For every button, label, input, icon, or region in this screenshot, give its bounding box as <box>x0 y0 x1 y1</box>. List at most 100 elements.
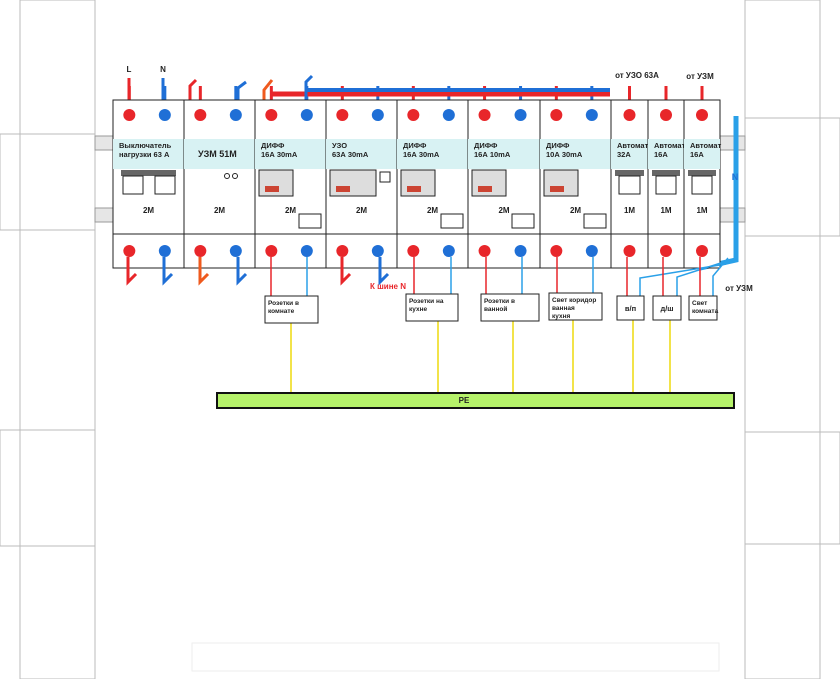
top-terminal <box>478 109 491 121</box>
bottom-terminal <box>514 245 527 257</box>
breaker-lever <box>618 175 641 195</box>
module-label-band <box>540 139 611 169</box>
module-label-band <box>648 139 684 169</box>
from-uzm-bottom-label: от УЗМ <box>725 284 753 293</box>
top-terminal <box>371 109 384 121</box>
rcbo-toggle <box>258 169 294 197</box>
bottom-terminal <box>123 245 136 257</box>
load-neutral-wire <box>639 263 727 296</box>
indicator-led <box>224 173 230 179</box>
bottom-terminal <box>371 245 384 257</box>
switch-lever <box>122 175 144 195</box>
bottom-lead <box>236 257 248 286</box>
module-label-band <box>611 139 648 169</box>
module-width-label: 2M <box>356 206 367 215</box>
top-terminal <box>407 109 420 121</box>
load-neutral-wire <box>712 257 729 296</box>
neutral-bus-label: N <box>732 172 739 182</box>
module-width-label: 2M <box>570 206 581 215</box>
bottom-lead <box>378 257 390 286</box>
module-label-band <box>113 139 184 169</box>
n-supply-label: N <box>160 65 166 74</box>
pe-bus-label: PE <box>459 396 470 405</box>
load-box <box>405 293 459 322</box>
bottom-terminal <box>194 245 207 257</box>
module-label-band <box>468 139 540 169</box>
test-button <box>511 213 535 229</box>
top-terminal <box>660 109 672 121</box>
breaker-lever <box>655 175 677 195</box>
bottom-terminal <box>696 245 708 257</box>
test-button <box>440 213 464 229</box>
bottom-terminal <box>623 245 636 257</box>
note-from-uzo: от УЗО 63А <box>615 71 659 80</box>
top-terminal <box>442 109 455 121</box>
bottom-terminal <box>660 245 672 257</box>
load-6: д/ш <box>652 295 682 321</box>
breaker-cap <box>688 170 716 176</box>
module-label-band <box>684 139 720 169</box>
module-body <box>183 99 256 269</box>
bottom-lead <box>198 257 210 286</box>
note-from-uzm: от УЗМ <box>686 72 714 81</box>
load-5: в/п <box>616 295 645 321</box>
rcbo-toggle-red <box>265 186 279 192</box>
load-neutral-wire <box>676 260 728 296</box>
switch-lever <box>154 175 176 195</box>
load-label: в/п <box>625 304 636 313</box>
bottom-terminal <box>158 245 171 257</box>
load-label: д/ш <box>660 304 673 313</box>
top-terminal <box>229 109 242 121</box>
breaker-cap <box>615 170 644 176</box>
bottom-wires <box>126 257 729 393</box>
rcbo-toggle-red <box>478 186 492 192</box>
top-terminal <box>550 109 563 121</box>
rcd-toggle-red <box>336 186 350 192</box>
bottom-terminal <box>550 245 563 257</box>
test-button <box>298 213 322 229</box>
test-button <box>583 213 607 229</box>
load-box <box>616 295 645 321</box>
breaker-lever <box>691 175 713 195</box>
bottom-lead <box>162 257 174 286</box>
module-label-band <box>397 139 468 169</box>
load-box <box>688 295 718 321</box>
module-width-label: 1M <box>624 206 635 215</box>
top-terminal <box>265 109 278 121</box>
module-label-band <box>184 139 255 169</box>
load-box <box>264 295 319 324</box>
module-width-label: 2M <box>498 206 509 215</box>
top-terminal <box>300 109 313 121</box>
test-button <box>379 171 391 183</box>
top-terminal <box>696 109 708 121</box>
l-supply-label: L <box>127 65 132 74</box>
bottom-terminal <box>478 245 491 257</box>
rcd-toggle <box>329 169 377 197</box>
rcbo-toggle <box>543 169 579 197</box>
module-width-label: 2M <box>143 206 154 215</box>
indicator-led <box>232 173 238 179</box>
module-label-band <box>255 139 326 169</box>
bottom-terminal <box>229 245 242 257</box>
